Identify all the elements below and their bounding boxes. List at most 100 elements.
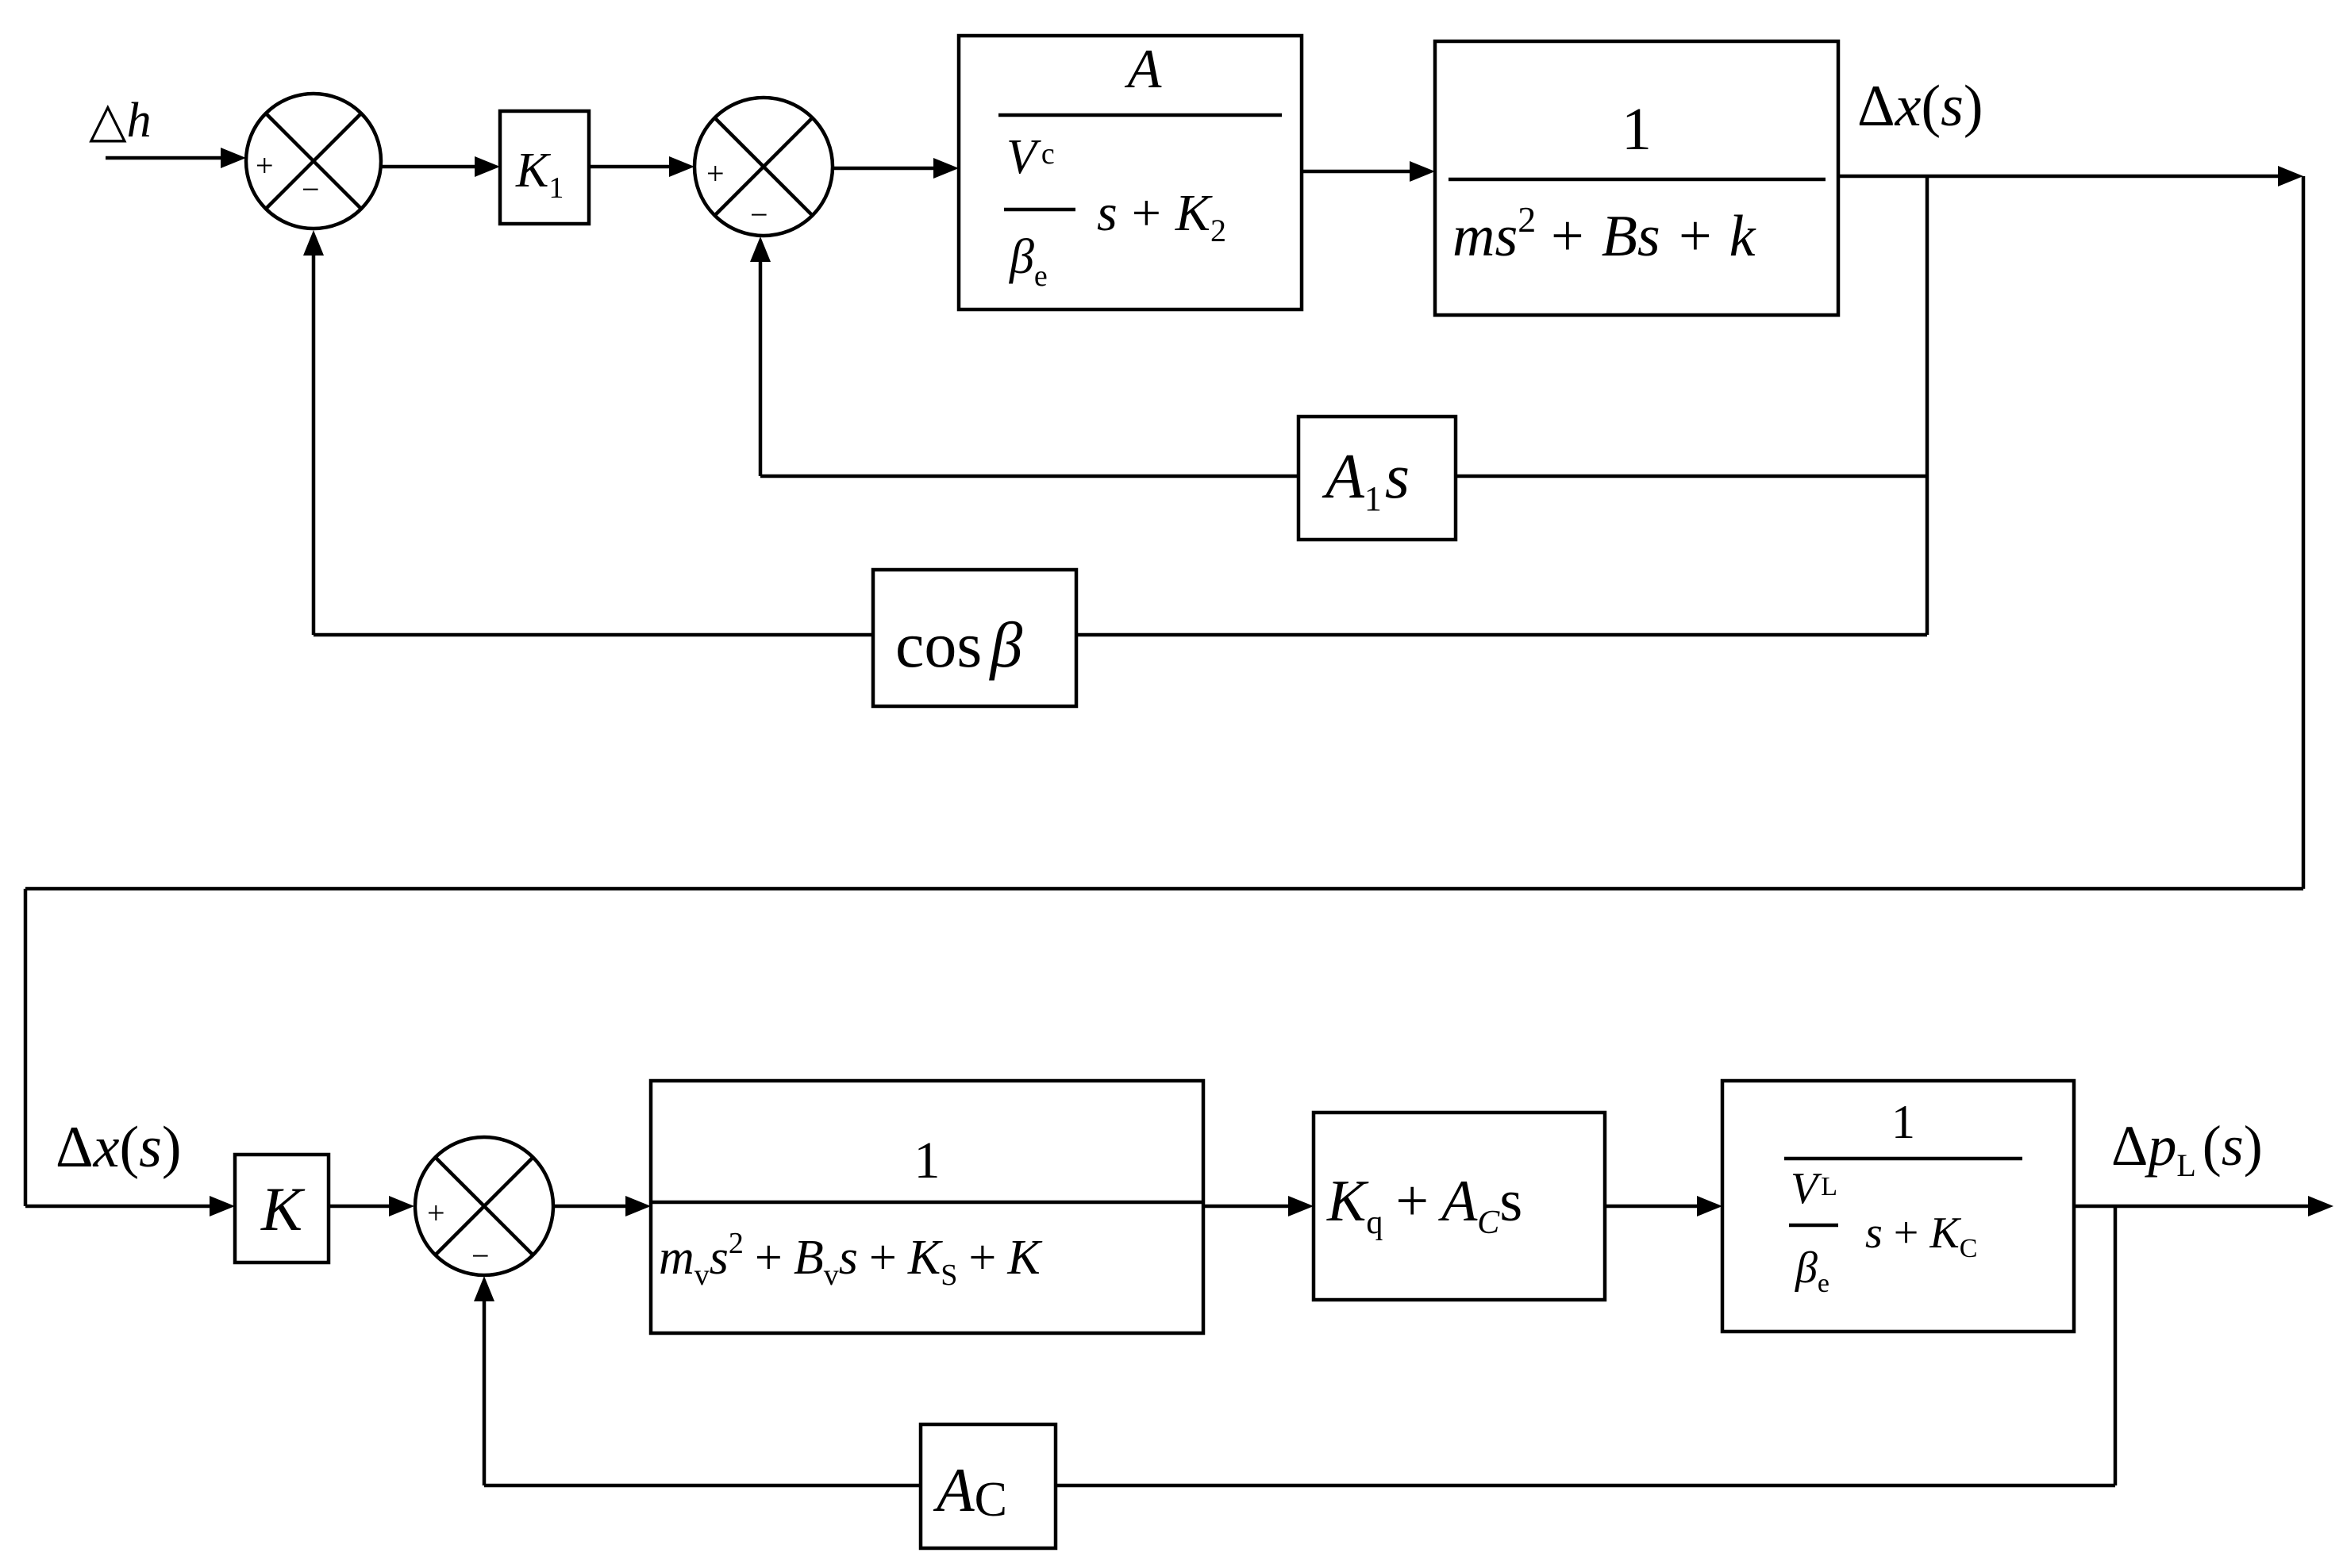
valve-b-sub: v <box>824 1259 839 1292</box>
input-signal-line <box>106 148 246 168</box>
bottom-output-sub: L <box>2176 1147 2195 1183</box>
svg-text:Kq+ACs: Kq+ACs <box>1326 1169 1522 1241</box>
area-tail-s: s <box>1097 184 1118 242</box>
wire-k-to-sum3 <box>329 1196 414 1216</box>
sum3-minus-sign: − <box>471 1238 490 1274</box>
area-tail-k-subscript: 2 <box>1210 213 1226 248</box>
top-output-close: ) <box>1964 74 1983 139</box>
vc-subscript: c <box>1041 137 1055 171</box>
pressure-tail-plus: + <box>1894 1209 1919 1258</box>
bottom-input-s: s <box>139 1115 162 1180</box>
a1-subscript: 1 <box>1364 479 1382 518</box>
svg-text:ΔpL(s): ΔpL(s) <box>2111 1114 2263 1183</box>
transition-connector <box>23 176 2306 1216</box>
vl-subscript: L <box>1821 1172 1837 1201</box>
svg-text:K1: K1 <box>515 144 564 205</box>
mass-den-exponent: 2 <box>1518 199 1536 240</box>
sum2-plus-sign: + <box>706 156 725 191</box>
k1-symbol: K <box>515 144 552 198</box>
feedback-block-ac: AC <box>918 1422 1058 1551</box>
kq-symbol: K <box>1326 1169 1369 1234</box>
bottom-input-delta: Δ <box>56 1115 94 1180</box>
sum3-plus-sign: + <box>427 1195 445 1231</box>
feedback-ac-subscript: C <box>975 1473 1007 1527</box>
pressure-beta-symbol: β <box>1795 1243 1818 1293</box>
svg-text:AC: AC <box>933 1455 1007 1527</box>
svg-text:s+K2: s+K2 <box>1097 184 1226 248</box>
pressure-tail-k-subscript: C <box>1960 1234 1978 1263</box>
pressure-tail-s: s <box>1865 1209 1883 1258</box>
valve-k: K <box>1006 1231 1043 1285</box>
sum2-minus-sign: − <box>750 197 768 233</box>
bottom-output-close: ) <box>2244 1114 2263 1178</box>
bottom-input-open: ( <box>119 1115 139 1180</box>
beta-e-symbol: β <box>1009 230 1034 284</box>
top-output-delta: Δ <box>1857 74 1895 139</box>
feedback-block-a1s: A1s <box>1296 414 1458 542</box>
top-output-open: ( <box>1921 74 1941 139</box>
valve-ks-sub: S <box>941 1259 957 1292</box>
ac-symbol: A <box>1437 1169 1478 1234</box>
bottom-output-delta: Δ <box>2111 1114 2148 1178</box>
area-tail-k: K <box>1175 184 1213 242</box>
svg-text:βe: βe <box>1009 230 1048 293</box>
valve-plus1: + <box>755 1231 783 1285</box>
area-tail-plus: + <box>1132 184 1161 242</box>
cos-label: cos <box>895 609 982 681</box>
beta-e-subscript: e <box>1034 259 1048 293</box>
mass-block-numerator: 1 <box>1622 96 1652 163</box>
svg-text:A1s: A1s <box>1322 442 1410 518</box>
transfer-block-valve: 1 mvs2+Bvs+KS+K <box>648 1078 1206 1335</box>
a1-symbol: A <box>1322 442 1365 512</box>
valve-s1: s <box>710 1231 729 1285</box>
svg-text:VL: VL <box>1791 1164 1837 1213</box>
area-block-numerator: A <box>1125 39 1162 100</box>
transfer-block-flow: Kq+ACs <box>1311 1110 1607 1302</box>
bottom-output-s: s <box>2222 1114 2244 1178</box>
input-delta-h-label: △h <box>89 94 152 148</box>
flow-plus: + <box>1395 1169 1429 1234</box>
mass-den-m: m <box>1452 204 1495 269</box>
bottom-output-line <box>2074 1196 2333 1216</box>
cos-beta-symbol: β <box>988 609 1022 681</box>
valve-s2: s <box>839 1231 858 1285</box>
pressure-tail-k: K <box>1929 1209 1961 1258</box>
svg-text:Δx(s): Δx(s) <box>56 1115 182 1180</box>
pressure-beta-subscript: e <box>1818 1269 1829 1298</box>
svg-text:s+KC: s+KC <box>1865 1209 1977 1263</box>
gain-block-k1: K1 <box>498 109 591 226</box>
vl-symbol: V <box>1791 1164 1822 1213</box>
vc-symbol: V <box>1006 130 1041 184</box>
wire-sum1-to-k1 <box>381 156 500 177</box>
top-output-x: x <box>1895 74 1922 139</box>
wire-sum3-to-valve-block <box>553 1196 651 1216</box>
feedback-outer-line <box>303 230 1927 637</box>
transfer-block-mass: 1 ms2+ Bs + k <box>1433 39 1841 317</box>
feedback-ac-symbol: A <box>933 1455 975 1524</box>
wire-flow-to-pressure-block <box>1605 1196 1722 1216</box>
k1-subscript: 1 <box>548 171 564 205</box>
bottom-input-close: ) <box>162 1115 182 1180</box>
pressure-numerator: 1 <box>1891 1096 1915 1148</box>
valve-plus3: + <box>968 1231 996 1285</box>
kq-subscript: q <box>1366 1205 1383 1241</box>
bottom-input-x: x <box>93 1115 120 1180</box>
mass-den-s: s <box>1495 204 1518 269</box>
valve-numerator: 1 <box>914 1132 941 1189</box>
svg-text:Δx(s): Δx(s) <box>1857 74 1983 139</box>
bottom-output-open: ( <box>2203 1114 2222 1178</box>
feedback-inner-line <box>750 236 1927 478</box>
valve-exp: 2 <box>729 1227 744 1260</box>
top-output-line <box>1838 166 2303 186</box>
summing-junction-1: + − <box>244 91 383 231</box>
summing-junction-2: + − <box>692 95 835 238</box>
k-gain-symbol: K <box>260 1174 306 1243</box>
sum1-minus-sign: − <box>302 171 320 207</box>
wire-valve-to-flow-block <box>1203 1196 1314 1216</box>
top-output-s: s <box>1941 74 1964 139</box>
